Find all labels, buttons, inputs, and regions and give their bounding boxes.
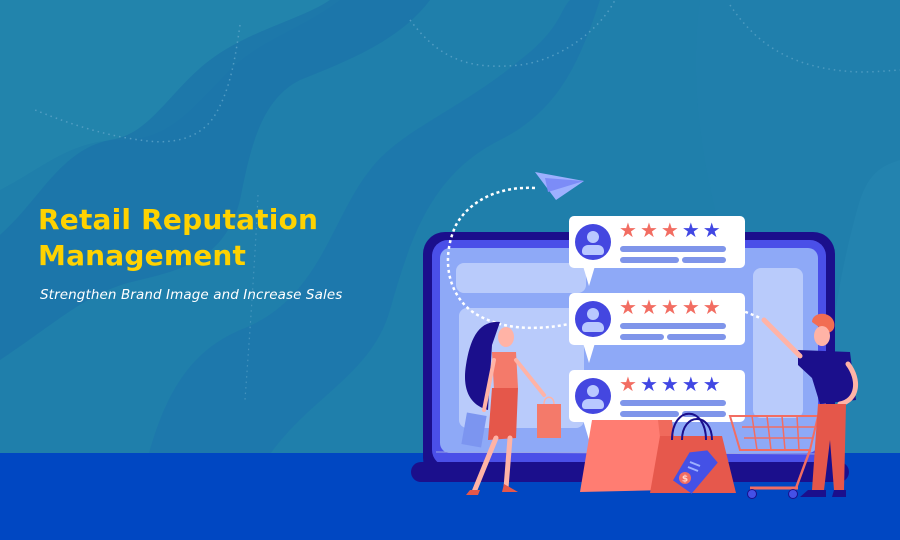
star-icon: ★ [619,295,637,319]
star-icon: ★ [639,218,658,242]
user-avatar-icon [575,301,611,337]
title-line-1: Retail Reputation [38,203,319,236]
star-icon: ★ [681,295,700,319]
user-avatar-icon [575,224,611,260]
star-icon: ★ [702,372,721,396]
review-card-3: ★ ★ ★ ★ ★ [569,370,745,440]
star-rating: ★ ★ ★ ★ ★ [619,373,721,395]
page-title: Retail Reputation Management [38,202,318,274]
star-icon: ★ [619,218,637,242]
review-card-1: ★ ★ ★ ★ ★ [569,216,745,286]
star-icon: ★ [681,372,700,396]
star-rating: ★ ★ ★ ★ ★ [619,219,721,241]
star-icon: ★ [639,295,658,319]
star-icon: ★ [660,295,679,319]
star-icon: ★ [660,218,679,242]
review-card-2: ★ ★ ★ ★ ★ [569,293,745,363]
title-line-2: Management [38,239,247,272]
svg-text:$: $ [682,475,688,485]
page-subtitle: Strengthen Brand Image and Increase Sale… [40,287,343,303]
star-icon: ★ [681,218,700,242]
star-icon: ★ [702,295,721,319]
star-icon: ★ [660,372,679,396]
star-icon: ★ [702,218,721,242]
star-icon: ★ [619,372,637,396]
star-rating: ★ ★ ★ ★ ★ [619,296,721,318]
star-icon: ★ [639,372,658,396]
user-avatar-icon [575,378,611,414]
